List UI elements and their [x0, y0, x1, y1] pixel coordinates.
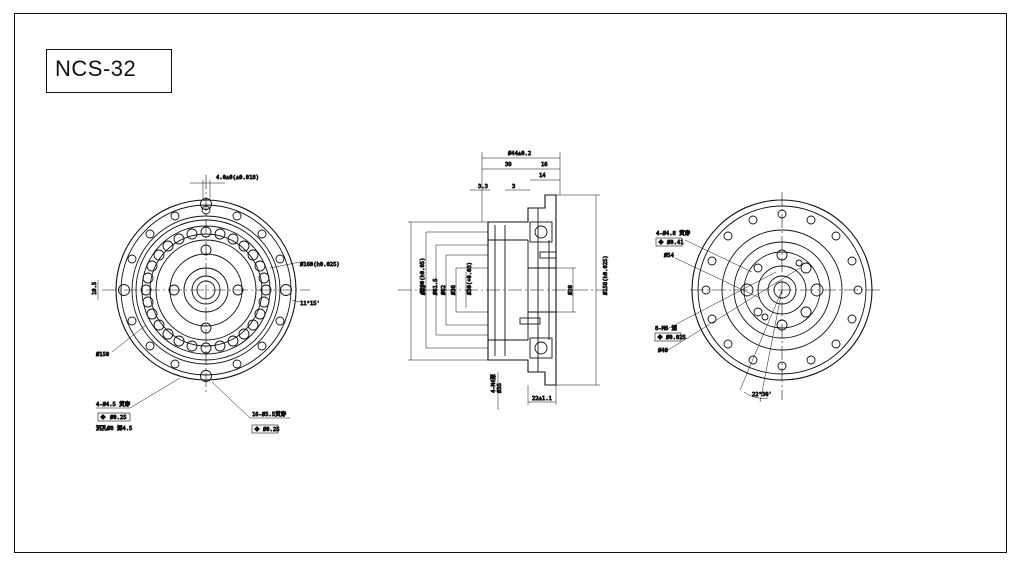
rear-note-bottom: 8-M6 深	[655, 324, 678, 332]
front-dim-pcd: Ø150	[96, 351, 109, 358]
side-dim-bottom-left: 4-M4深	[489, 374, 497, 393]
rear-dim-bottom-dia: Ø40	[658, 347, 668, 354]
front-hole-note-1b: 沉孔Ø8 深4.5	[96, 424, 132, 432]
front-hole-tol-1: Ø0.25	[110, 414, 127, 421]
front-hole-note-2: 16-Ø5.5贯穿	[252, 410, 287, 418]
front-dim-right: Ø160(h0.025)	[300, 261, 340, 268]
side-dim-61: Ø61.5	[432, 278, 439, 295]
rear-dim-54: Ø54	[664, 252, 675, 259]
rear-dim-angle: 22°30'	[752, 392, 772, 398]
side-dim-3-3: 3.3	[478, 184, 488, 190]
rear-note-top: 4-Ø4.8 贯穿	[656, 229, 691, 237]
side-dim-right-outer: Ø158(h0.025)	[602, 255, 609, 295]
rear-tol-bottom: Ø0.025	[666, 334, 686, 341]
side-dim-left-outer: Ø200(h0.05)	[419, 258, 426, 294]
rear-tol-top: Ø0.41	[667, 239, 684, 246]
side-dim-39: 39	[505, 162, 512, 168]
front-hole-tol-2: Ø0.25	[263, 426, 280, 433]
side-dim-right-inner: Ø20	[567, 285, 574, 295]
side-view	[398, 152, 606, 410]
model-title: NCS-32	[55, 56, 137, 81]
side-dim-bottom-left2: Ø35	[496, 383, 503, 393]
side-dim-62: Ø62	[440, 285, 447, 295]
front-dim-top: 4.0±0(±0.018)	[216, 175, 259, 181]
side-dim-36: Ø36	[450, 285, 457, 295]
front-dim-angle: 11°15'	[300, 301, 320, 307]
side-dim-16: 16	[541, 162, 548, 168]
front-dim-left: 10.5	[92, 282, 98, 295]
side-dim-3: 3	[512, 184, 515, 190]
side-dim-inner: Ø30(+0.03)	[466, 262, 473, 295]
side-dim-overall: Ø44±0.2	[508, 150, 531, 157]
side-dim-14: 14	[539, 173, 546, 179]
side-dim-82: Ø82	[420, 285, 427, 295]
outer-holes	[118, 198, 292, 382]
drawing-frame	[14, 13, 1007, 553]
front-view	[96, 175, 310, 434]
side-dim-bottom: 22±1.1	[532, 396, 552, 402]
model-title-box: NCS-32	[46, 49, 172, 93]
rear-view	[654, 192, 880, 403]
front-hole-note-1a: 4-Ø4.5 贯穿	[96, 400, 131, 408]
bearing-balls	[140, 226, 272, 354]
